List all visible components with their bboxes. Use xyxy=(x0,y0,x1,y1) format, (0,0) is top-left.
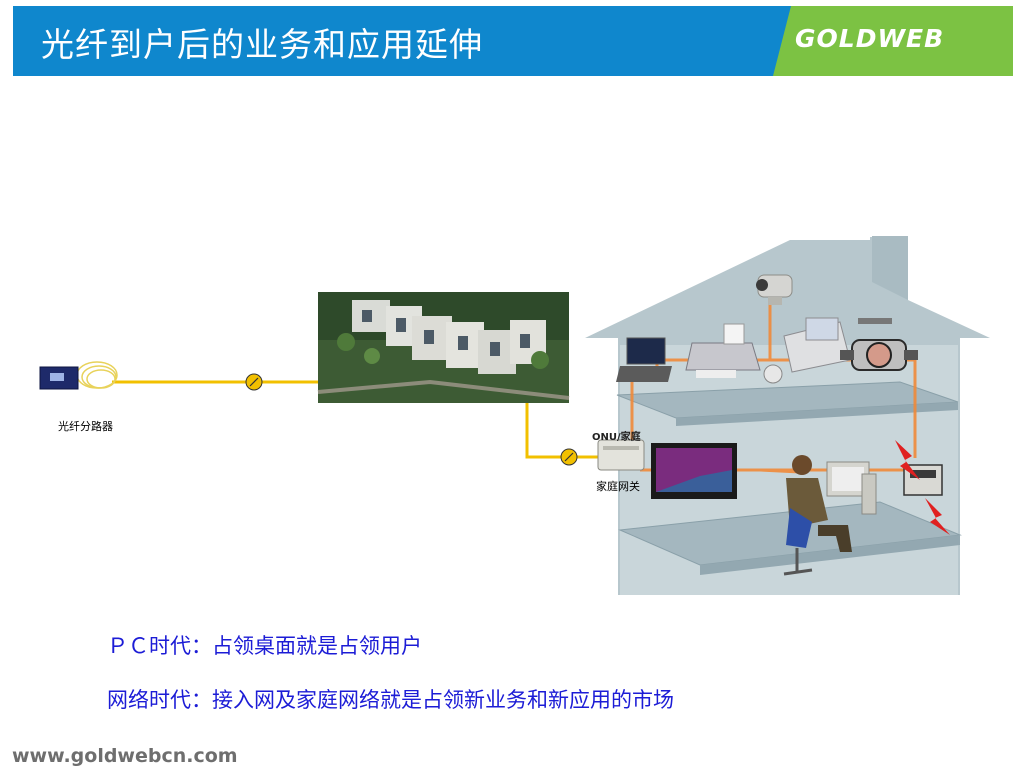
fiber-splitter xyxy=(39,366,79,390)
water-meter xyxy=(840,318,918,371)
footer-url: www.goldwebcn.com xyxy=(12,745,238,767)
fiber-connector xyxy=(245,373,263,391)
lower-floor-edge xyxy=(700,535,960,575)
home-gateway xyxy=(597,439,645,471)
desktop-computer xyxy=(826,461,877,515)
fiber-connector xyxy=(560,448,578,466)
upper-floor-edge xyxy=(676,402,958,426)
goldweb-logo: GOLDWEB xyxy=(795,24,945,53)
caption-network-era: 网络时代：接入网及家庭网络就是占领新业务和新应用的市场 xyxy=(107,688,674,712)
phone xyxy=(763,317,851,384)
ip-camera xyxy=(756,274,793,305)
residential-community-image xyxy=(317,292,570,403)
person-at-desk xyxy=(783,455,852,576)
house-chimney xyxy=(872,236,908,300)
gateway-tag: ONU/家庭 xyxy=(592,430,642,443)
fiber-coil xyxy=(76,361,118,389)
laptop xyxy=(616,337,672,382)
gateway-label: 家庭网关 xyxy=(596,479,640,493)
house xyxy=(585,236,990,595)
page-title: 光纤到户后的业务和应用延伸 xyxy=(41,25,483,64)
caption-pc-era: ＰＣ时代：占领桌面就是占领用户 xyxy=(107,634,422,658)
television xyxy=(651,443,737,499)
fax-machine xyxy=(685,323,761,378)
logo-panel xyxy=(773,6,1013,76)
splitter-label: 光纤分路器 xyxy=(58,419,113,433)
electricity-meter xyxy=(895,440,950,535)
header-bar: 光纤到户后的业务和应用延伸 xyxy=(13,6,1013,76)
